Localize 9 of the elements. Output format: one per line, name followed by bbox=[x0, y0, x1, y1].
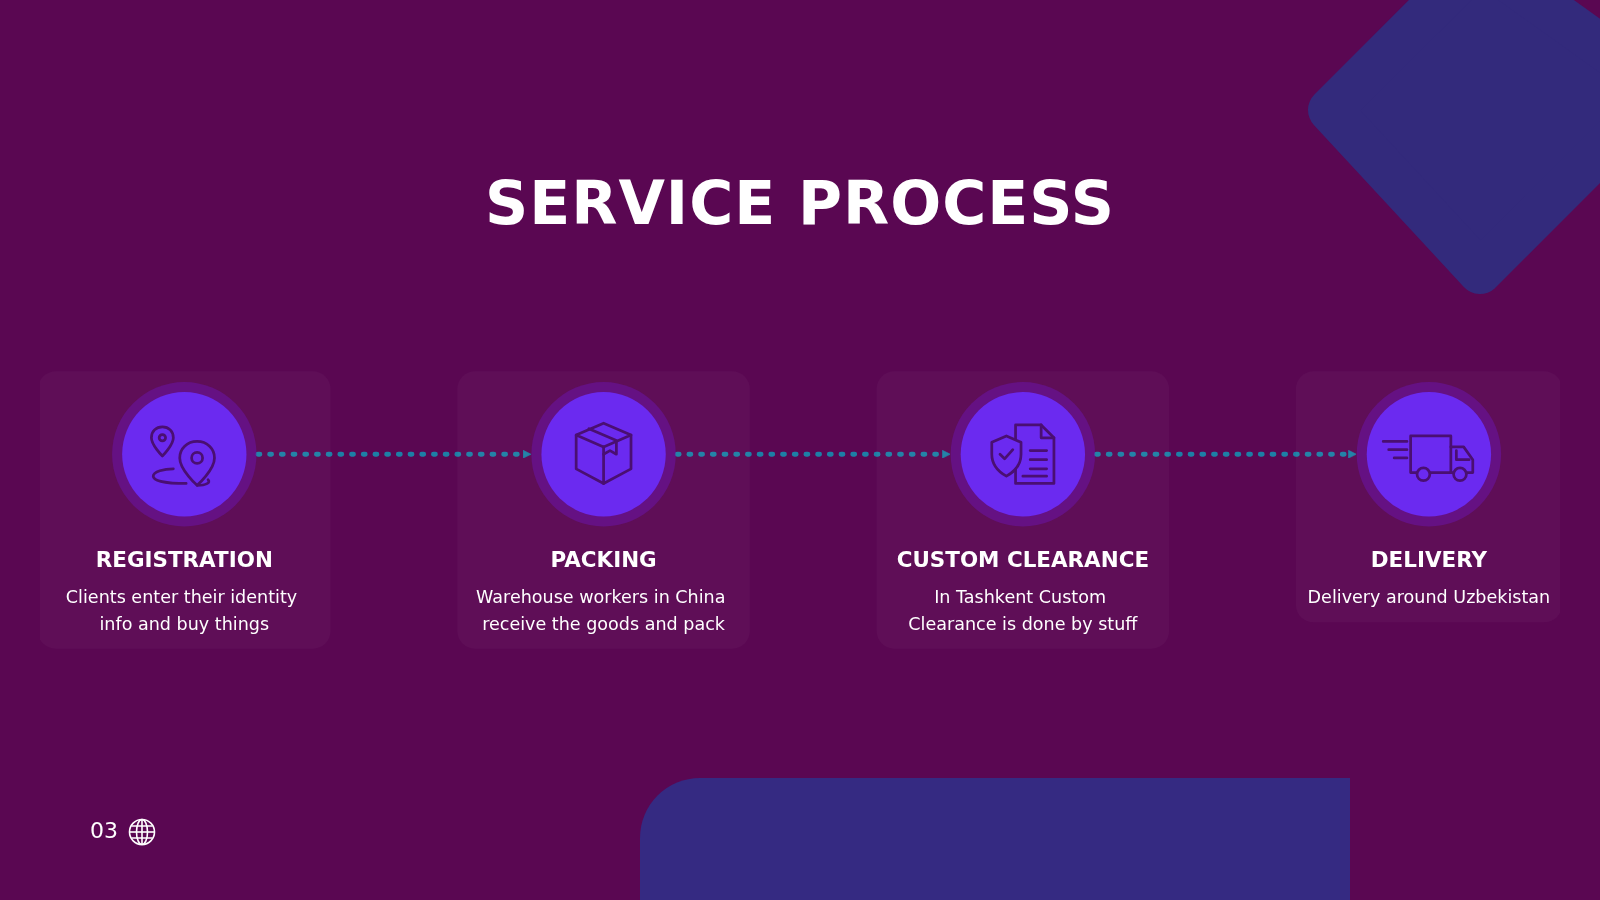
node-box: PACKING Warehouse workers in China receive the goods and pack bbox=[457, 371, 750, 649]
node-box: DELIVERY Delivery around Uzbekistan bbox=[1295, 371, 1560, 623]
arrow bbox=[1094, 449, 1357, 459]
title: SERVICE PROCESS bbox=[485, 168, 1115, 238]
node-box: CUSTOM CLEARANCE In Tashkent Custom Clearance is done by stuff bbox=[876, 371, 1170, 649]
arrow bbox=[255, 449, 532, 459]
arrow bbox=[674, 449, 951, 459]
page-number: 03 bbox=[90, 818, 118, 843]
node-box: REGISTRATION Clients enter their identity info and buy things bbox=[40, 371, 331, 649]
